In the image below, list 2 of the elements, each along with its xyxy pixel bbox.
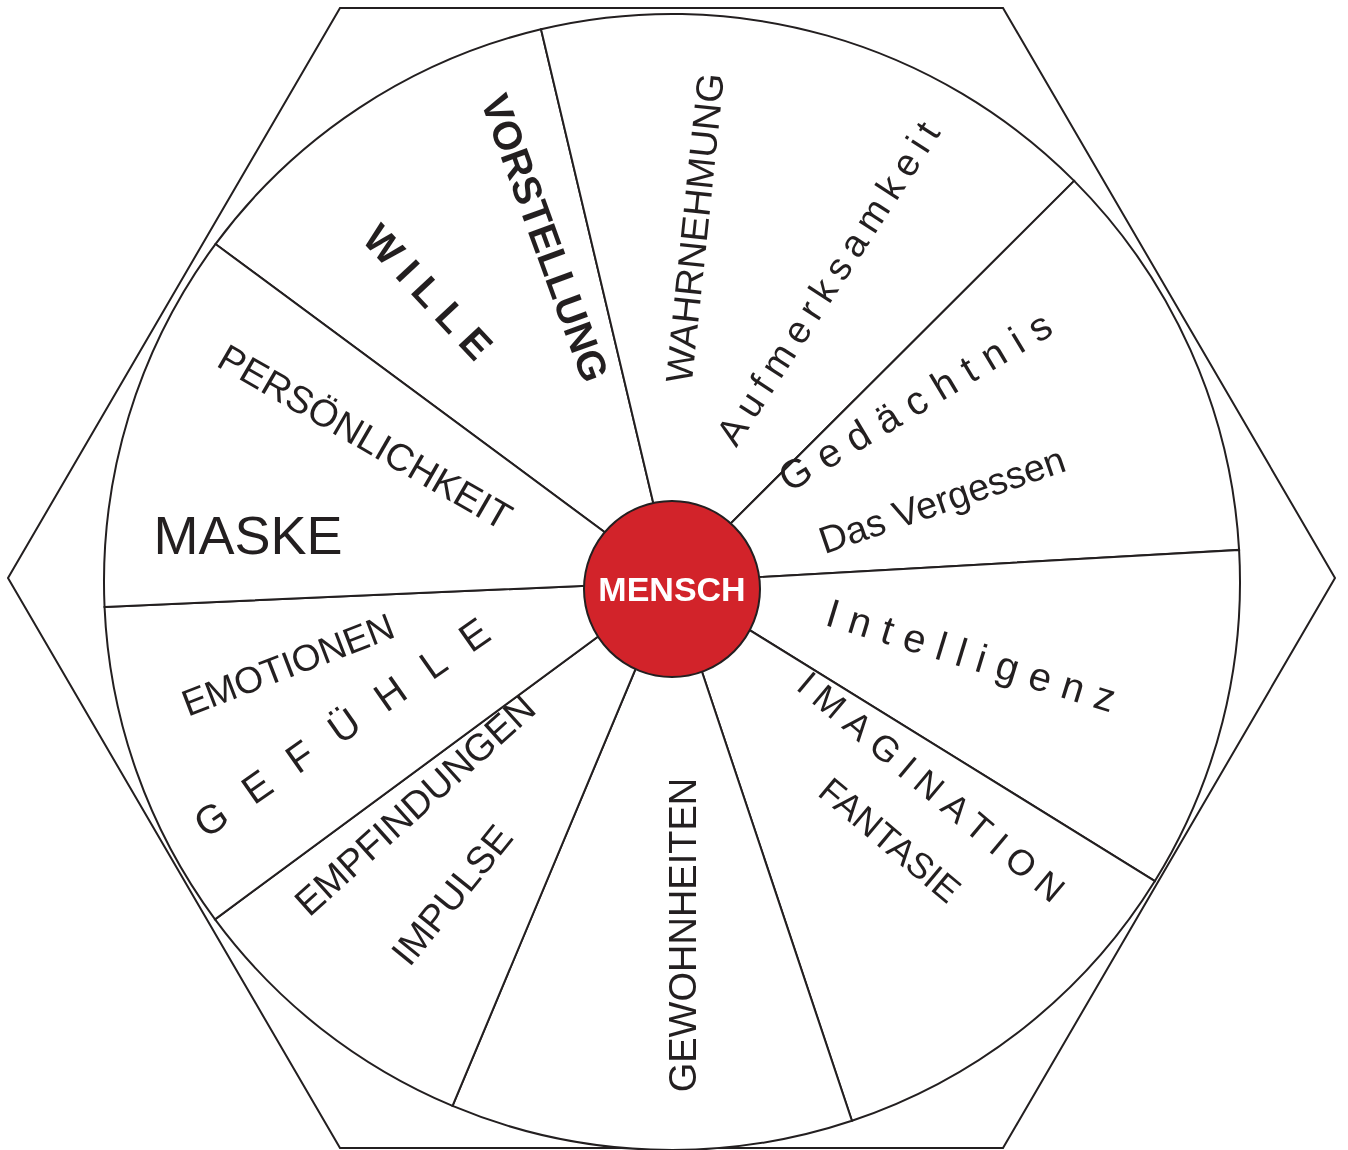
sector-label: GEWOHNHEITEN	[662, 777, 704, 1093]
center-label: MENSCH	[598, 570, 746, 608]
